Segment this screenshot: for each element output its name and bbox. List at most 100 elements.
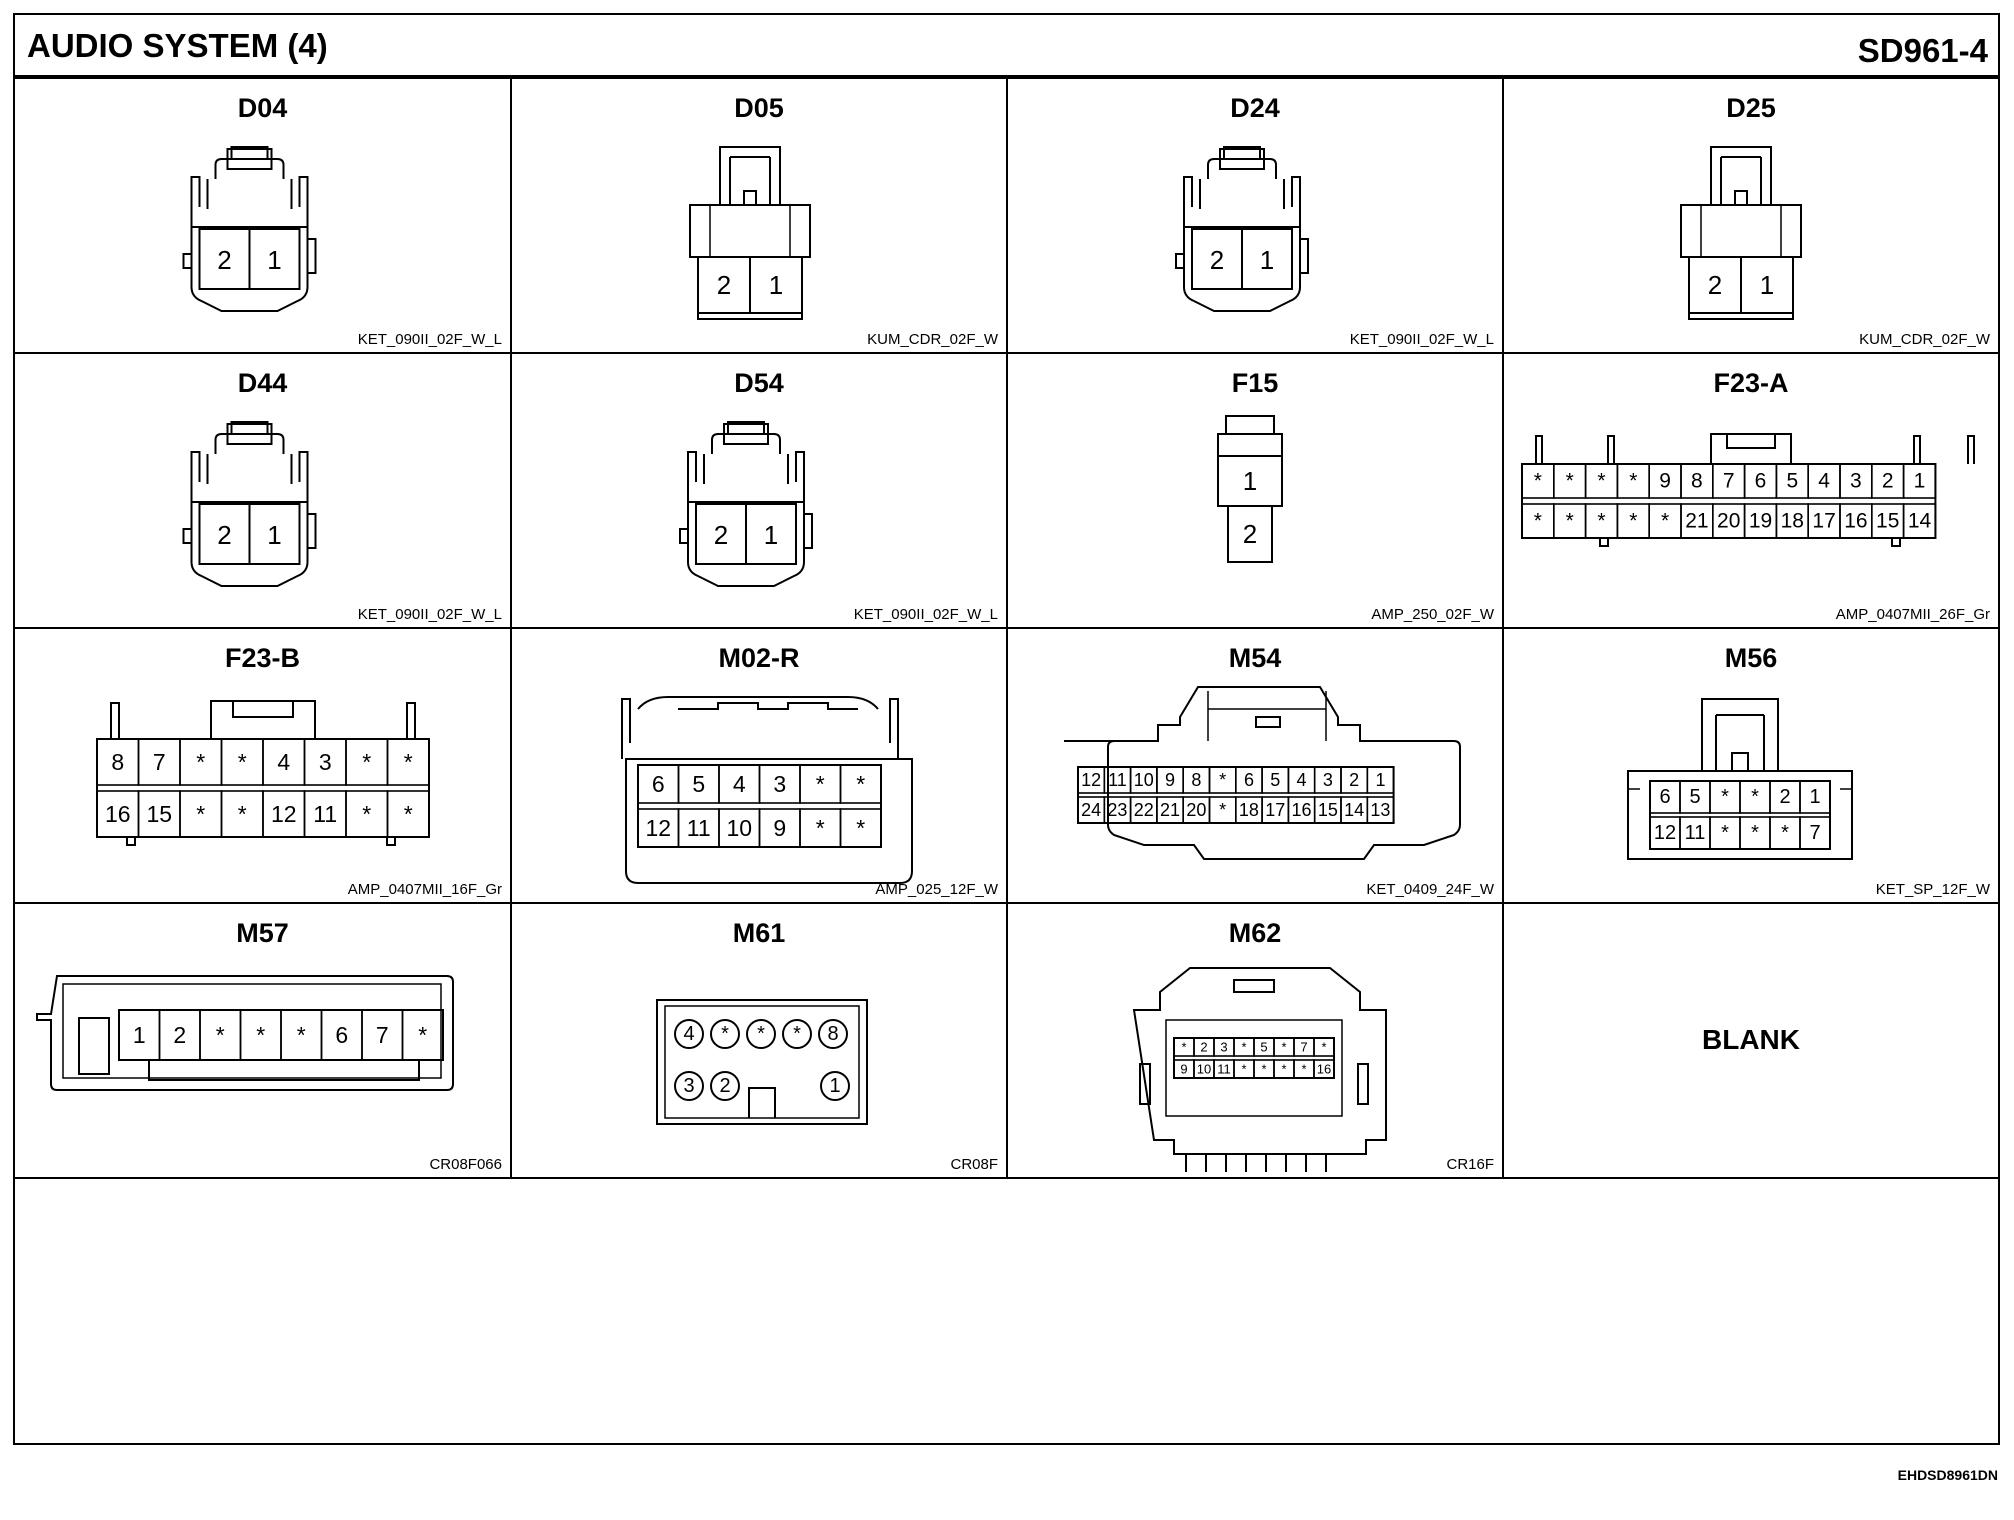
pin-cavity [710,1019,740,1049]
part-number: KET_090II_02F_W_L [853,606,998,623]
pin-label: * [418,1022,427,1048]
connector-id: F23-B [224,643,300,673]
latch [1233,979,1275,993]
pin-label: 1 [1809,786,1820,808]
housing-outline [1688,313,1794,320]
pin-label: 15 [1876,510,1899,533]
housing-outline [678,702,858,710]
connector-id: F23-A [1713,368,1789,398]
housing-outline [214,433,285,454]
housing-outline [307,513,317,549]
pin-label: 3 [1220,1040,1227,1055]
latch [78,1017,110,1075]
pin-label: * [1534,470,1542,493]
housing-outline [1726,434,1776,449]
housing-outline [126,836,136,846]
pin-label: * [1241,1040,1246,1055]
pin-label: 8 [111,749,124,775]
connector-id: F15 [1231,368,1279,398]
pin-label: 9 [1165,770,1175,790]
housing-outline [298,176,309,227]
housing-outline [36,975,454,1091]
pin-cavity [1902,503,1937,539]
pin-label: 1 [1260,245,1274,275]
part-number: KUM_CDR_02F_W [1859,331,1990,348]
part-number: KET_090II_02F_W_L [1349,331,1494,348]
pin-label: 5 [1689,786,1700,808]
pin-label: * [297,1022,306,1048]
pin-cavity [1313,1037,1335,1057]
housing-outline [182,253,192,269]
pin-cavity [820,1071,850,1101]
pin-label: 2 [1210,245,1224,275]
pin-cavity [839,764,882,804]
connector-shape: 12 [1217,415,1283,563]
latch [1731,752,1749,772]
pin-label: * [1181,1040,1186,1055]
housing-outline [1183,176,1193,227]
housing-outline [679,528,688,544]
pin-label: * [238,749,247,775]
housing-outline [795,451,805,502]
pin-label: 24 [1081,800,1101,820]
connector-id: D04 [237,93,288,123]
pin-label: 5 [692,771,705,797]
housing-outline [210,700,316,740]
pin-label: * [196,749,205,775]
pin-label: 2 [217,245,231,275]
housing-outline [1223,146,1261,159]
pin-label: * [238,801,247,827]
housing-outline [727,421,765,434]
housing-outline [1183,226,1301,312]
pin-label: * [256,1022,265,1048]
housing-outline [62,983,442,1079]
part-number: KET_SP_12F_W [1875,881,1990,898]
pin-cavity [746,1019,776,1049]
connector-id: M02-R [718,643,800,673]
pin-label: 21 [1685,510,1708,533]
latch [1255,716,1281,728]
housing-outline [804,513,813,549]
connector-id: M54 [1228,643,1282,673]
pin-label: * [1261,1062,1266,1077]
housing-outline [1627,770,1853,860]
pin-label: * [1721,822,1729,844]
connector-cell-blank: BLANK [1504,904,1998,1179]
pin-label: * [1566,510,1574,533]
pin-label: * [1281,1062,1286,1077]
pin-label: * [1751,822,1759,844]
pin-label: 1 [764,520,778,550]
housing-outline [709,205,791,257]
pin-label: 1 [1914,470,1926,493]
pin-label: * [1301,1062,1306,1077]
pin-label: * [856,815,865,841]
housing-outline [1165,1019,1343,1117]
connector-id: M56 [1724,643,1778,673]
document-id: EHDSD8961DN [1897,1467,1998,1483]
pin-label: * [1597,510,1605,533]
pin-label: * [1281,1040,1286,1055]
housing-outline [1700,205,1782,257]
pin-label: * [1566,470,1574,493]
pin-label: * [362,749,371,775]
housing-outline [729,156,771,205]
pin-label: 1 [1760,270,1774,300]
housing-outline [1891,537,1901,547]
connector-id: D24 [1230,93,1280,123]
pin-label: 1 [267,245,281,275]
pin-label: 8 [827,1023,838,1045]
